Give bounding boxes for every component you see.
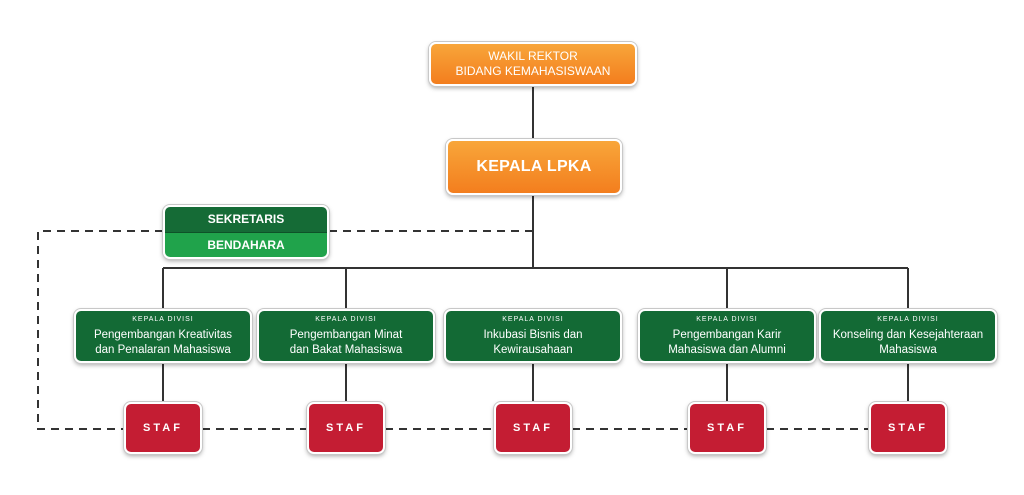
division-box-3: KEPALA DIVISI Inkubasi Bisnis dan Kewira… xyxy=(444,309,622,363)
division-name-line1: Inkubasi Bisnis dan xyxy=(483,328,583,341)
wakil-rektor-line1: WAKIL REKTOR xyxy=(488,49,578,63)
staf-label: STAF xyxy=(513,422,553,434)
staf-label: STAF xyxy=(888,422,928,434)
division-title: KEPALA DIVISI xyxy=(315,315,377,323)
sekretaris-bendahara-box: SEKRETARIS BENDAHARA xyxy=(163,205,329,259)
division-name-line2: dan Penalaran Mahasiswa xyxy=(95,343,231,356)
wakil-rektor-line2: BIDANG KEMAHASISWAAN xyxy=(455,64,611,78)
sekretaris-label: SEKRETARIS xyxy=(165,207,327,233)
staf-box-1: STAF xyxy=(124,402,202,454)
division-box-2: KEPALA DIVISI Pengembangan Minat dan Bak… xyxy=(257,309,435,363)
staf-box-4: STAF xyxy=(688,402,766,454)
dashed-coordination-line xyxy=(37,230,163,430)
division-title: KEPALA DIVISI xyxy=(132,315,194,323)
division-box-4: KEPALA DIVISI Pengembangan Karir Mahasis… xyxy=(638,309,816,363)
wakil-rektor-box: WAKIL REKTOR BIDANG KEMAHASISWAAN xyxy=(429,42,637,86)
division-title: KEPALA DIVISI xyxy=(696,315,758,323)
division-name-line1: Pengembangan Karir xyxy=(672,328,782,341)
division-title: KEPALA DIVISI xyxy=(502,315,564,323)
division-box-5: KEPALA DIVISI Konseling dan Kesejahteraa… xyxy=(819,309,997,363)
division-name-line2: Mahasiswa dan Alumni xyxy=(668,343,786,356)
bendahara-label: BENDAHARA xyxy=(165,232,327,257)
division-name-line1: Pengembangan Kreativitas xyxy=(93,328,233,341)
division-name-line2: Kewirausahaan xyxy=(493,343,573,356)
kepala-lpka-box: KEPALA LPKA xyxy=(446,139,622,195)
division-name-line1: Pengembangan Minat xyxy=(289,328,403,341)
kepala-lpka-label: KEPALA LPKA xyxy=(476,158,592,175)
division-name-line1: Konseling dan Kesejahteraan xyxy=(832,328,984,341)
staf-box-2: STAF xyxy=(307,402,385,454)
staf-label: STAF xyxy=(143,422,183,434)
division-name-line2: Mahasiswa xyxy=(879,343,937,356)
staf-label: STAF xyxy=(707,422,747,434)
staf-box-5: STAF xyxy=(869,402,947,454)
staf-label: STAF xyxy=(326,422,366,434)
staf-box-3: STAF xyxy=(494,402,572,454)
division-box-1: KEPALA DIVISI Pengembangan Kreativitas d… xyxy=(74,309,252,363)
division-title: KEPALA DIVISI xyxy=(877,315,939,323)
division-name-line2: dan Bakat Mahasiswa xyxy=(289,343,403,356)
